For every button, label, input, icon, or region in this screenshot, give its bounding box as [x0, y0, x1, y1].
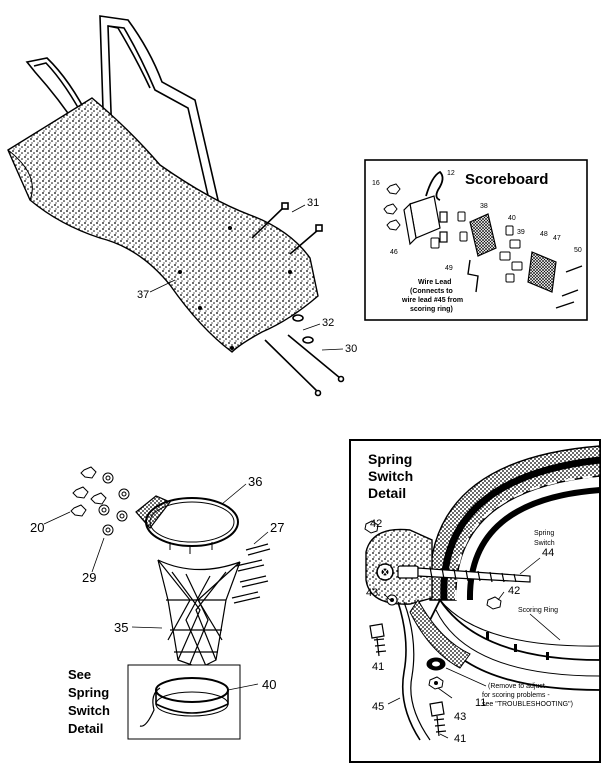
wire-lead-note: Wire Lead (Connects to wire lead #45 fro… — [401, 279, 463, 313]
svg-text:(Connects to: (Connects to — [410, 288, 453, 295]
nuts-and-washers — [70, 466, 130, 536]
label-50: 50 — [574, 247, 582, 254]
scoreboard-inset: Scoreboard — [364, 159, 588, 321]
label-29: 29 — [82, 570, 96, 585]
spring-detail-title-1: Spring — [368, 451, 412, 467]
svg-text:Switch: Switch — [68, 703, 110, 718]
label-30: 30 — [345, 343, 357, 355]
label-41b: 41 — [454, 733, 466, 745]
label-31: 31 — [307, 197, 319, 209]
label-36: 36 — [248, 474, 262, 489]
label-32: 32 — [322, 317, 334, 329]
label-spring-switch-2: Switch — [534, 540, 555, 547]
svg-text:scoring ring): scoring ring) — [410, 306, 453, 313]
label-42b: 42 — [508, 585, 520, 597]
label-47: 47 — [553, 235, 561, 242]
label-48: 48 — [540, 231, 548, 238]
label-27: 27 — [270, 520, 284, 535]
spring-detail-title-2: Switch — [368, 468, 413, 484]
label-spring-switch-1: Spring — [534, 530, 554, 537]
svg-text:wire lead #45 from: wire lead #45 from — [401, 297, 463, 304]
label-40: 40 — [262, 677, 276, 692]
label-12: 12 — [447, 170, 455, 177]
svg-text:for scoring problems -: for scoring problems - — [482, 692, 550, 699]
label-49: 49 — [445, 265, 453, 272]
label-45: 45 — [372, 701, 384, 713]
label-35: 35 — [114, 620, 128, 635]
troubleshooting-note: (Remove to adjust for scoring problems -… — [482, 683, 573, 708]
svg-text:Wire Lead: Wire Lead — [418, 279, 451, 286]
svg-text:see "TROUBLESHOOTING"): see "TROUBLESHOOTING") — [482, 701, 573, 708]
label-42a: 42 — [370, 518, 382, 530]
svg-text:(Remove to adjust: (Remove to adjust — [488, 683, 545, 690]
label-40-sb: 40 — [508, 215, 516, 222]
label-43a: 43 — [366, 587, 378, 599]
spring-switch-detail: Spring Switch Detail Spring Switch Scori… — [349, 439, 601, 763]
svg-text:Detail: Detail — [68, 721, 103, 736]
label-41a: 41 — [372, 661, 384, 673]
rim-leaders — [43, 483, 269, 691]
svg-text:See: See — [68, 667, 91, 682]
label-scoring-ring: Scoring Ring — [518, 607, 558, 614]
label-20: 20 — [30, 520, 44, 535]
bolts-27 — [231, 543, 271, 604]
svg-text:Spring: Spring — [68, 685, 109, 700]
spring-detail-title-3: Detail — [368, 485, 406, 501]
label-38: 38 — [480, 203, 488, 210]
label-37: 37 — [137, 289, 149, 301]
bolt-31-pair — [251, 202, 323, 255]
label-43b: 43 — [454, 711, 466, 723]
scoring-ring-40 — [127, 664, 241, 740]
label-11: 11 — [475, 697, 486, 709]
basketball-rim — [135, 495, 239, 554]
label-39: 39 — [517, 229, 525, 236]
scoreboard-title: Scoreboard — [465, 171, 548, 188]
rod-30-assembly — [264, 314, 345, 397]
basketball-net — [157, 559, 241, 669]
backboard-panel — [7, 97, 319, 353]
label-46: 46 — [390, 249, 398, 256]
see-spring-detail-note: See Spring Switch Detail — [68, 667, 110, 736]
label-44: 44 — [542, 547, 554, 559]
backboard-leaders — [149, 204, 344, 351]
label-16: 16 — [372, 180, 380, 187]
